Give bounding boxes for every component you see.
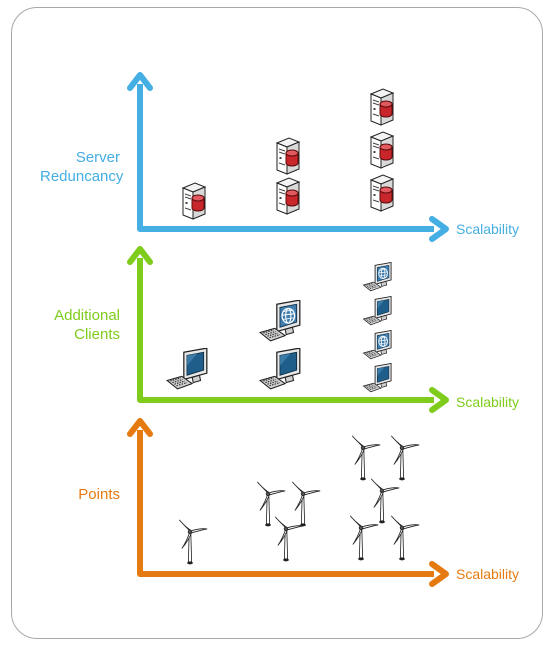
clients-x-label: Scalability xyxy=(456,394,520,410)
server-axes xyxy=(127,72,449,242)
wind-turbine-icon xyxy=(390,435,420,481)
clients-group-1 xyxy=(166,348,208,390)
points-group-2 xyxy=(256,481,321,562)
monitor-globe-icon xyxy=(363,262,392,292)
monitor-icon xyxy=(363,296,392,326)
monitor-icon xyxy=(166,348,208,390)
server-group-2 xyxy=(276,137,300,215)
points-group-1 xyxy=(178,519,208,565)
points-y-label: Points xyxy=(40,485,120,504)
clients-group-3 xyxy=(363,262,392,393)
clients-group-2 xyxy=(259,300,301,390)
points-axes xyxy=(127,418,449,587)
server-y-label-line-1: Server xyxy=(75,149,120,166)
clients-y-label: Additional Clients xyxy=(30,306,120,344)
points-group-3 xyxy=(349,435,420,561)
server-icon xyxy=(370,88,394,126)
clients-y-label-line-2: Clients xyxy=(74,326,120,343)
points-x-label: Scalability xyxy=(456,566,520,582)
server-icon xyxy=(182,182,206,220)
monitor-icon xyxy=(363,363,392,393)
server-group-1 xyxy=(182,182,206,220)
monitor-icon xyxy=(259,348,301,390)
server-icon xyxy=(370,174,394,212)
server-icon xyxy=(370,131,394,169)
wind-turbine-icon xyxy=(291,481,321,527)
wind-turbine-icon xyxy=(370,478,400,524)
wind-turbine-icon xyxy=(178,519,208,565)
monitor-globe-icon xyxy=(259,300,301,342)
server-x-label: Scalability xyxy=(456,221,520,237)
wind-turbine-icon xyxy=(390,515,420,561)
server-icon xyxy=(276,137,300,175)
wind-turbine-icon xyxy=(349,515,379,561)
clients-axes xyxy=(127,246,449,413)
wind-turbine-icon xyxy=(351,435,381,481)
server-icon xyxy=(276,177,300,215)
points-y-label-line-1: Points xyxy=(78,486,120,503)
server-group-3 xyxy=(370,88,394,212)
wind-turbine-icon xyxy=(274,516,304,562)
clients-y-label-line-1: Additional xyxy=(54,307,120,324)
wind-turbine-icon xyxy=(256,481,286,527)
server-y-label-line-2: Reduncancy xyxy=(40,168,124,185)
monitor-globe-icon xyxy=(363,330,392,360)
server-y-label: Server Reduncancy xyxy=(40,148,124,186)
